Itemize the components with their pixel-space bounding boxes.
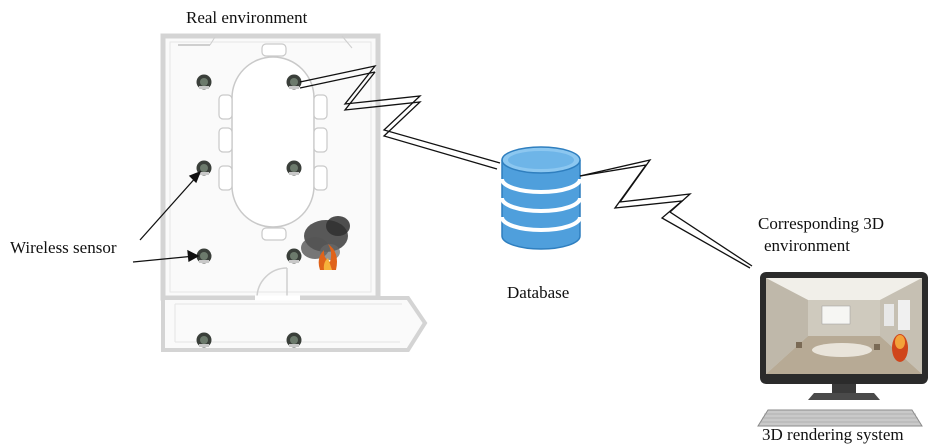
database-label: Database	[507, 283, 570, 302]
wireless-sensor-icon	[286, 332, 302, 348]
wireless-sensor-icon	[196, 248, 212, 264]
wireless-sensor-icon	[196, 332, 212, 348]
wireless-sensor-icon	[196, 74, 212, 90]
desktop-computer-icon	[757, 272, 928, 427]
wireless-sensors	[196, 74, 302, 348]
fire-smoke-icon	[301, 216, 350, 270]
conference-table	[231, 56, 315, 228]
lightning-signal-icon	[299, 64, 501, 170]
database-cylinder-icon	[500, 146, 582, 250]
wireless-sensor-label: Wireless sensor	[10, 238, 117, 257]
sensor-pointer-arrows	[132, 170, 202, 263]
rendering-system-label: 3D rendering system	[762, 425, 904, 444]
wireless-sensor-icon	[286, 160, 302, 176]
wireless-sensor-icon	[286, 74, 302, 90]
environment-label: environment	[764, 236, 850, 255]
lightning-signal-icon	[579, 158, 753, 269]
wireless-sensor-icon	[286, 248, 302, 264]
chairs	[218, 43, 328, 241]
real-environment-label: Real environment	[186, 8, 308, 27]
corresponding-3d-label: Corresponding 3D	[758, 214, 885, 233]
